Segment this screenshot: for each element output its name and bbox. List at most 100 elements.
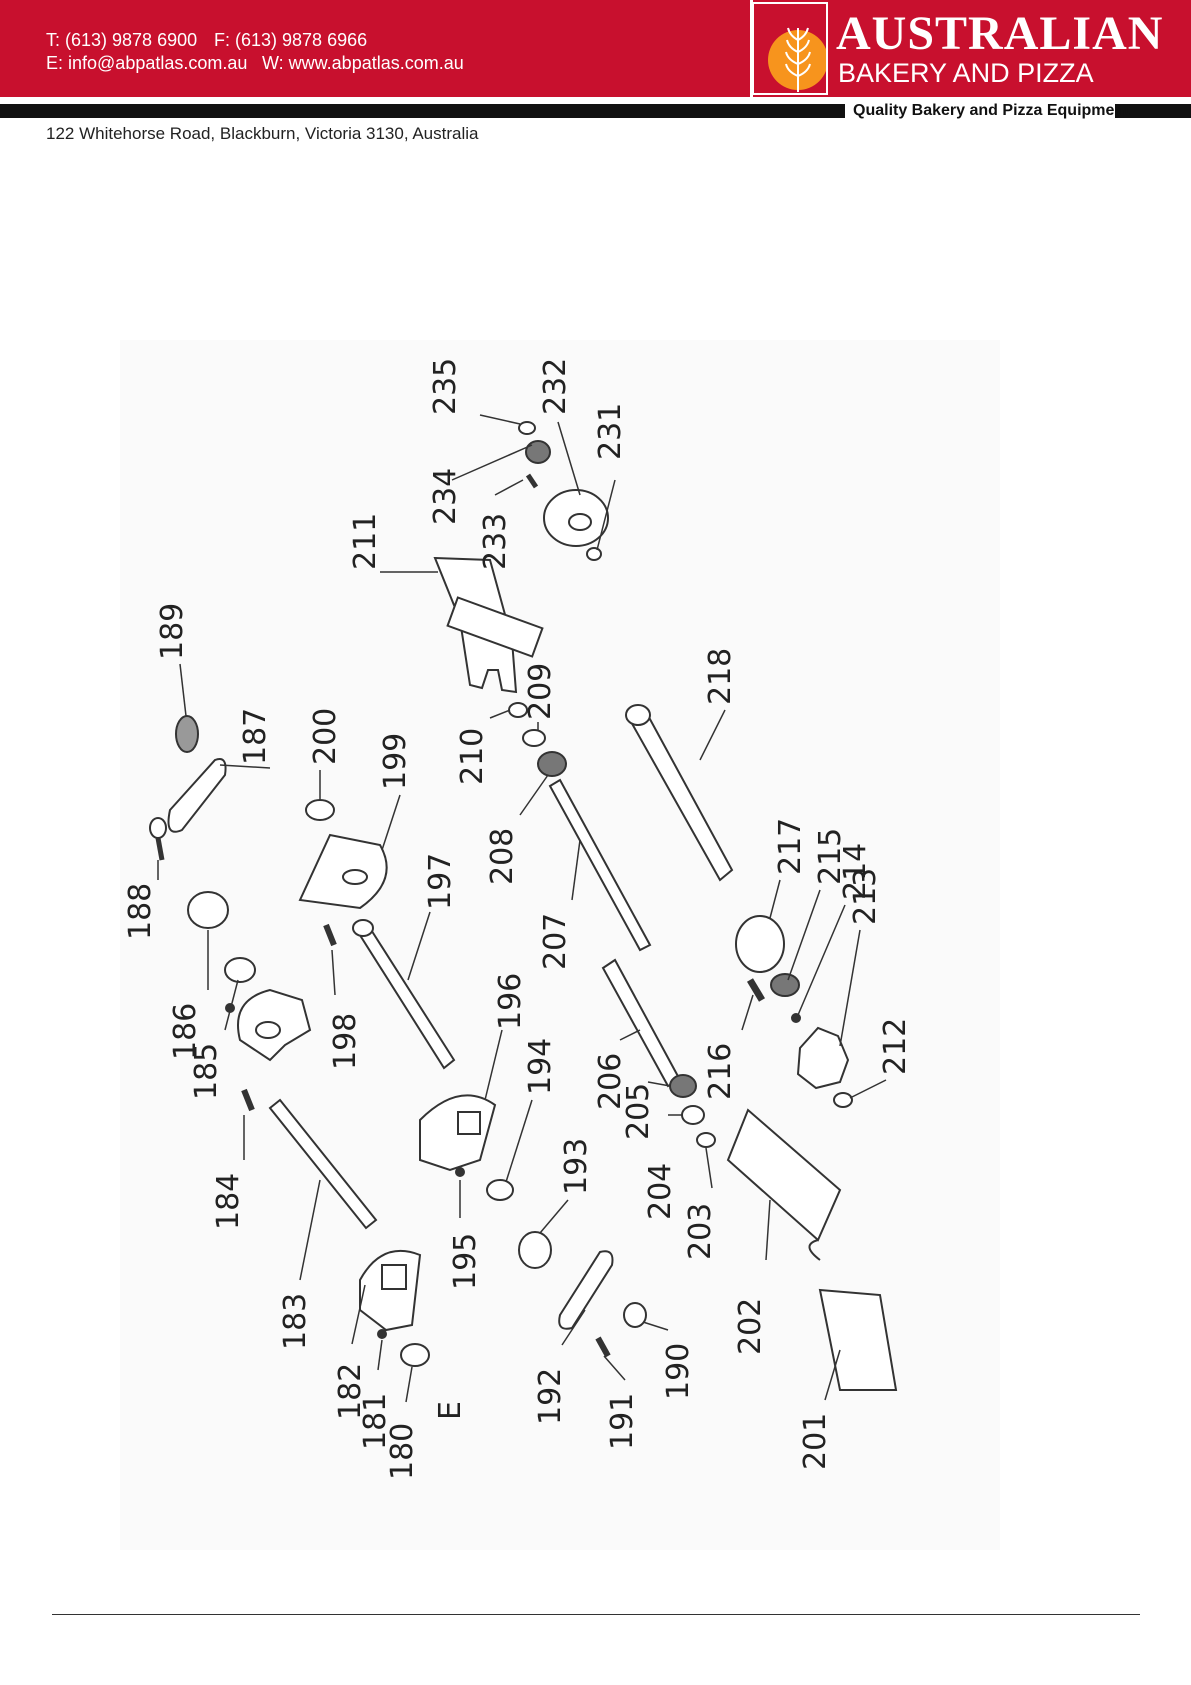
part-plate-left-hole: [255, 1021, 281, 1039]
label-213: 213: [848, 868, 883, 925]
part-188-head: [149, 817, 167, 839]
label-197: 197: [423, 853, 458, 910]
part-195: [455, 1167, 465, 1177]
part-207: [548, 778, 652, 952]
part-234: [525, 440, 551, 464]
label-e: E: [433, 1401, 468, 1420]
label-208: 208: [485, 828, 520, 885]
part-217: [735, 915, 785, 973]
brand-tagline: Quality Bakery and Pizza Equipment: [853, 102, 1130, 119]
tagline-bar-left: [835, 104, 845, 118]
label-183: 183: [278, 1293, 313, 1350]
label-217: 217: [773, 818, 808, 875]
label-190: 190: [661, 1343, 696, 1400]
part-182: [359, 1250, 422, 1332]
part-189: [175, 715, 199, 753]
label-215: 215: [813, 828, 848, 885]
part-191: [595, 1336, 611, 1358]
label-187: 187: [238, 708, 273, 765]
label-233: 233: [478, 513, 513, 570]
label-232: 232: [538, 358, 573, 415]
part-215: [770, 973, 800, 997]
label-234: 234: [428, 468, 463, 525]
tagline-bar-right: [1117, 104, 1191, 118]
part-185: [224, 957, 256, 983]
label-211: 211: [348, 513, 383, 570]
label-188: 188: [123, 883, 158, 940]
label-200: 200: [308, 708, 343, 765]
label-192: 192: [533, 1368, 568, 1425]
part-190: [623, 1302, 647, 1328]
part-196-square: [457, 1111, 481, 1135]
part-204: [681, 1105, 705, 1125]
part-211-plate: [446, 596, 544, 658]
label-182: 182: [333, 1363, 368, 1420]
part-182-square: [381, 1264, 407, 1290]
part-233: [525, 473, 539, 489]
label-203: 203: [683, 1203, 718, 1260]
part-186: [187, 891, 229, 929]
part-202-curl: [808, 1239, 821, 1261]
part-216: [746, 978, 766, 1002]
label-205: 205: [621, 1083, 656, 1140]
part-205: [669, 1074, 697, 1098]
label-210: 210: [455, 728, 490, 785]
brand-name-line1: AUSTRALIAN: [836, 7, 1164, 60]
part-180: [400, 1343, 430, 1367]
part-218-end: [625, 704, 651, 726]
label-218: 218: [703, 648, 738, 705]
label-186: 186: [168, 1003, 203, 1060]
part-192: [558, 1250, 614, 1330]
label-193: 193: [559, 1138, 594, 1195]
part-203: [696, 1132, 716, 1148]
part-218: [628, 708, 734, 882]
label-235: 235: [428, 358, 463, 415]
part-184: [241, 1088, 255, 1112]
label-185: 185: [189, 1043, 224, 1100]
part-208: [537, 751, 567, 777]
header-band: [0, 0, 750, 97]
part-181: [377, 1329, 387, 1339]
part-198: [323, 923, 337, 947]
part-201: [818, 1288, 898, 1391]
label-216: 216: [703, 1043, 738, 1100]
label-201: 201: [798, 1413, 833, 1470]
part-199-hole: [342, 869, 368, 885]
label-207: 207: [538, 913, 573, 970]
phone-number: T: (613) 9878 6900: [46, 30, 198, 50]
part-193: [518, 1231, 552, 1269]
label-191: 191: [605, 1393, 640, 1450]
label-194: 194: [523, 1038, 558, 1095]
part-213: [796, 1026, 850, 1090]
email-address: E: info@abpatlas.com.au: [46, 53, 248, 73]
label-204: 204: [643, 1163, 678, 1220]
label-231: 231: [593, 403, 628, 460]
part-232-hole: [568, 513, 592, 531]
wheat-sun-icon: [768, 27, 826, 92]
part-202: [726, 1108, 842, 1242]
label-198: 198: [328, 1013, 363, 1070]
part-199: [298, 833, 388, 910]
part-197-end: [352, 919, 374, 937]
website-address: W: www.abpatlas.com.au: [262, 53, 464, 73]
label-209: 209: [523, 663, 558, 720]
part-209: [522, 729, 546, 747]
label-184: 184: [211, 1173, 246, 1230]
label-214: 214: [838, 843, 873, 900]
footer-rule: [52, 1614, 1140, 1615]
label-212: 212: [878, 1018, 913, 1075]
part-214: [791, 1013, 801, 1023]
logo-frame: [752, 2, 828, 95]
company-address: 122 Whitehorse Road, Blackburn, Victoria…: [46, 124, 479, 143]
part-183: [268, 1098, 378, 1230]
part-212: [833, 1092, 853, 1108]
part-197: [356, 923, 456, 1070]
fax-number: F: (613) 9878 6966: [214, 30, 368, 50]
label-180: 180: [385, 1423, 420, 1480]
part-187: [167, 758, 227, 833]
part-188-shaft: [155, 837, 165, 861]
label-181: 181: [358, 1393, 393, 1450]
part-194: [486, 1179, 514, 1201]
label-195: 195: [448, 1233, 483, 1290]
label-206: 206: [593, 1053, 628, 1110]
